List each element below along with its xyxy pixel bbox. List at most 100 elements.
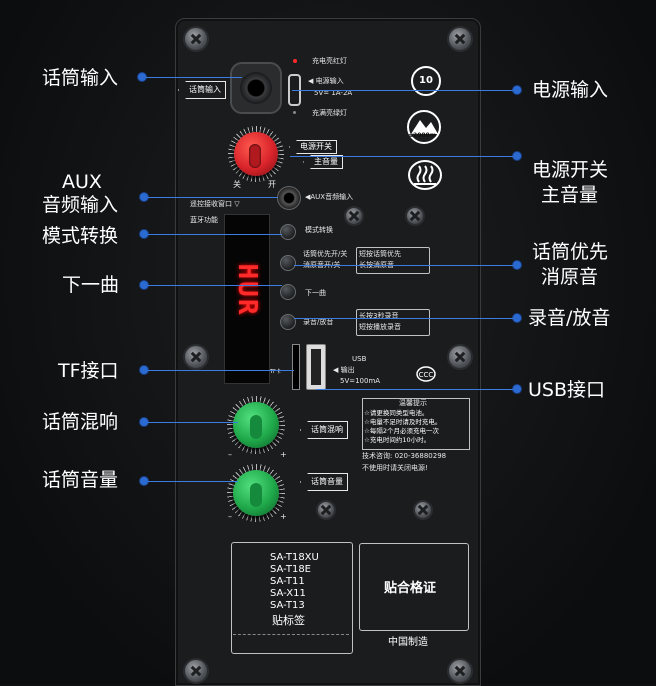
- warm-tip-title: 温馨提示: [399, 399, 427, 407]
- mic-priority-button[interactable]: [280, 255, 296, 271]
- record-play-text: 录音/放音: [303, 318, 334, 326]
- callout-usb-port: USB接口: [528, 379, 606, 401]
- warm-tip-4: ☆充电时间约10小时。: [364, 436, 431, 444]
- callout-dot: [140, 230, 148, 238]
- callout-power-switch-1: 电源开关: [532, 159, 609, 181]
- callout-line: [148, 197, 278, 198]
- callout-line: [294, 318, 513, 319]
- callout-mic-priority-1: 话筒优先: [532, 241, 609, 263]
- tf-label: TF卡: [270, 369, 281, 375]
- callout-dot: [140, 477, 148, 485]
- callout-line: [148, 481, 238, 482]
- charge-green-text: 充满亮绿灯: [312, 109, 347, 117]
- rec-desc-box: [356, 309, 430, 336]
- model-5: SA-T13: [270, 600, 305, 611]
- aux-jack[interactable]: [277, 186, 301, 210]
- screw-icon: [183, 344, 209, 370]
- warm-tip-2: ☆电量不足时请及时充电。: [364, 418, 442, 426]
- power-volume-knob[interactable]: [234, 132, 278, 176]
- callout-dot: [140, 418, 148, 426]
- record-play-button[interactable]: [280, 314, 296, 330]
- ccc-cert-icon: CCC: [416, 366, 436, 382]
- mic-jack[interactable]: [230, 62, 282, 114]
- off-label: 关: [233, 180, 241, 189]
- altitude-badge-icon: [405, 110, 443, 144]
- screw-icon: [405, 206, 425, 226]
- callout-mic-reverb: 话筒混响: [42, 411, 119, 433]
- model-label-box: [231, 542, 353, 654]
- years-badge-icon: 10: [411, 66, 441, 96]
- usb-port[interactable]: [306, 344, 326, 390]
- callout-dot: [513, 152, 521, 160]
- callout-line: [292, 90, 513, 91]
- callout-dot: [513, 86, 521, 94]
- model-1: SA-T18XU: [270, 552, 319, 563]
- screw-icon: [183, 26, 209, 52]
- reverb-knob[interactable]: [233, 402, 279, 448]
- mic-volume-knob[interactable]: [233, 470, 279, 516]
- cert-box: [359, 543, 469, 631]
- sticker-text: 贴标签: [272, 614, 305, 627]
- bluetooth-text: 蓝牙功能: [190, 216, 218, 224]
- warm-tip-1: ☆请更换同类型电池。: [364, 409, 429, 417]
- climate-badge-icon: [408, 160, 442, 190]
- reverb-plus: +: [280, 450, 287, 459]
- rec-desc-2: 短按播放录音: [359, 323, 401, 331]
- power-input-text: ◀ 电源输入: [308, 77, 344, 85]
- led-display: HUR: [224, 214, 270, 384]
- next-track-button[interactable]: [280, 284, 296, 300]
- callout-dot: [140, 281, 148, 289]
- cert-text: 贴合格证: [384, 581, 437, 596]
- model-3: SA-T11: [270, 576, 305, 587]
- screw-icon: [447, 26, 473, 52]
- callout-dot: [138, 73, 146, 81]
- mic-pri-text-1: 话筒优先开/关: [303, 250, 348, 258]
- unplug-text: 不使用时请关闭电源!: [362, 464, 428, 472]
- callout-line: [146, 77, 242, 78]
- callout-dot: [513, 261, 521, 269]
- screw-icon: [316, 500, 336, 520]
- callout-line: [148, 370, 294, 371]
- screw-icon: [447, 658, 473, 684]
- screw-icon: [413, 500, 433, 520]
- charge-red-led: [293, 59, 297, 63]
- mic-pri-desc-box: [356, 247, 430, 274]
- mic-vol-plus: +: [280, 512, 287, 521]
- warm-tip-3: ☆每隔2个月必须充电一次: [364, 427, 439, 435]
- tech-support-text: 技术咨询: 020-36880298: [362, 452, 447, 460]
- mic-jack-label: 话筒输入: [178, 81, 226, 99]
- usb-output-text: ◀ 输出: [333, 366, 355, 374]
- display-digits: HUR: [232, 263, 262, 317]
- screw-icon: [344, 206, 364, 226]
- tf-slot[interactable]: [292, 344, 300, 390]
- callout-dot: [140, 366, 148, 374]
- callout-mic-priority-2: 消原音: [541, 266, 599, 288]
- mode-button[interactable]: [280, 224, 296, 240]
- next-track-text: 下一曲: [305, 289, 326, 297]
- on-label: 开: [268, 180, 276, 189]
- warm-tip-box: [362, 398, 470, 450]
- screw-icon: [183, 658, 209, 684]
- callout-aux-2: 音频输入: [42, 194, 119, 216]
- callout-dot: [513, 314, 521, 322]
- remote-rx-text: 遥控接收窗口 ▽: [190, 200, 240, 208]
- reverb-tag: 话筒混响: [300, 421, 348, 439]
- made-in-text: 中国制造: [388, 637, 428, 648]
- callout-line: [148, 285, 282, 286]
- callout-mic-volume: 话筒音量: [42, 469, 119, 491]
- callout-dot: [513, 385, 521, 393]
- callout-line: [148, 422, 238, 423]
- model-4: SA-X11: [270, 588, 306, 599]
- rec-desc-1: 长按3秒录音: [359, 312, 399, 320]
- model-divider: [233, 634, 349, 635]
- model-2: SA-T18E: [270, 564, 311, 575]
- power-switch-tag: 电源开关: [289, 140, 337, 154]
- mic-volume-tag: 话筒音量: [300, 473, 348, 491]
- charge-red-text: 充电亮红灯: [312, 57, 347, 65]
- callout-line: [316, 389, 513, 390]
- power-spec-text: 5V= 1A-2A: [314, 89, 353, 97]
- svg-text:CCC: CCC: [419, 371, 434, 379]
- callout-mic-input: 话筒输入: [42, 67, 119, 89]
- callout-next-track: 下一曲: [62, 274, 120, 296]
